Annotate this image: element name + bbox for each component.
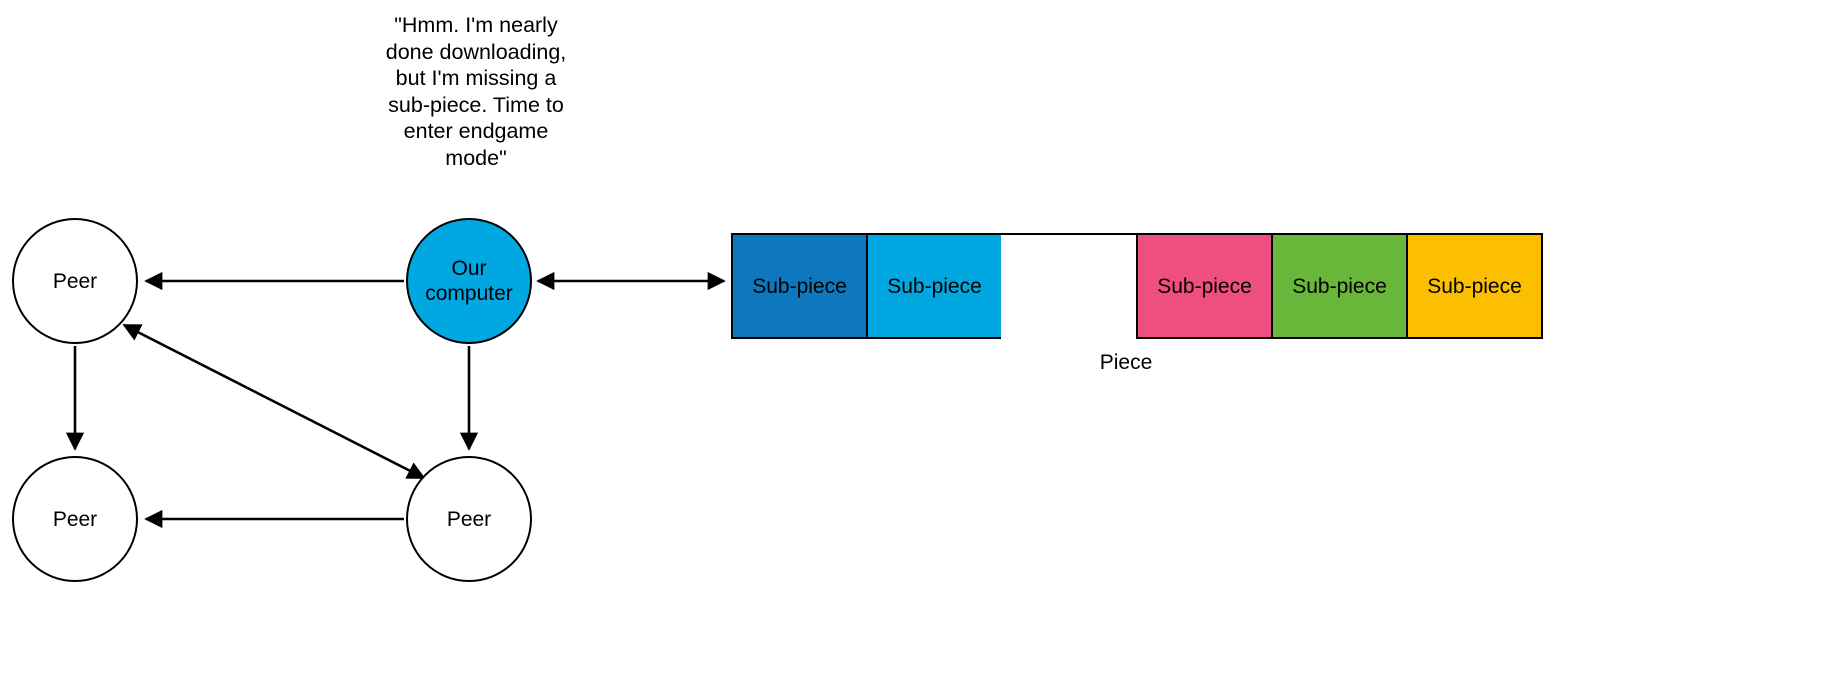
node-peer-bottom-left[interactable]: Peer (12, 456, 138, 582)
edge-peer-bottom-mid-to-peer-top-left (122, 323, 426, 480)
subpiece-label: Sub-piece (1292, 274, 1387, 298)
subpiece-label: Sub-piece (1157, 274, 1252, 298)
subpiece-cell-0[interactable]: Sub-piece (731, 233, 868, 339)
endgame-quote-caption: "Hmm. I'm nearly done downloading, but I… (385, 13, 567, 170)
node-label: Peer (446, 507, 492, 531)
node-our-computer[interactable]: Our computer (406, 218, 532, 344)
subpiece-label: Sub-piece (1427, 274, 1522, 298)
piece-caption: Piece (1099, 351, 1153, 374)
node-label: Peer (52, 269, 98, 293)
subpiece-cell-5[interactable]: Sub-piece (1406, 233, 1543, 339)
piece-bar: Sub-piece Sub-piece Sub-piece Sub-piece … (731, 233, 1543, 339)
node-label: Peer (52, 507, 98, 531)
node-peer-top-left[interactable]: Peer (12, 218, 138, 344)
subpiece-cell-4[interactable]: Sub-piece (1271, 233, 1408, 339)
node-peer-bottom-mid[interactable]: Peer (406, 456, 532, 582)
node-label: Our computer (425, 257, 513, 305)
subpiece-label: Sub-piece (887, 274, 982, 298)
subpiece-cell-1[interactable]: Sub-piece (866, 233, 1003, 339)
subpiece-cell-3[interactable]: Sub-piece (1136, 233, 1273, 339)
subpiece-cell-2-missing[interactable] (1001, 233, 1138, 339)
subpiece-label: Sub-piece (752, 274, 847, 298)
